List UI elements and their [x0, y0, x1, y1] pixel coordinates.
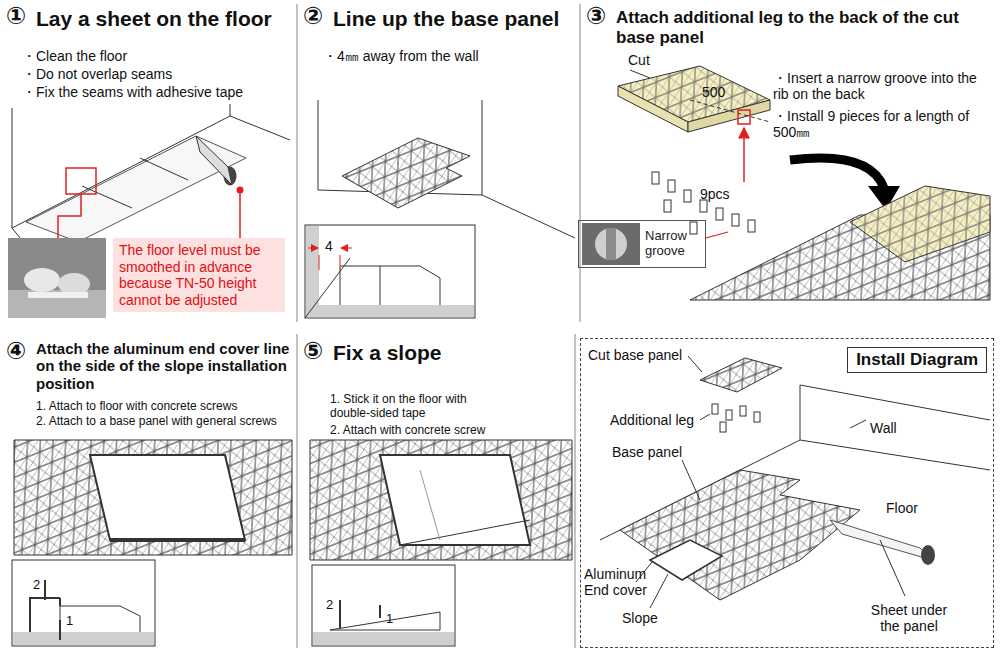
note: 1. Attach to floor with concrete screws	[36, 400, 237, 414]
step-number: ④	[6, 337, 26, 365]
part-label: Additional leg	[610, 412, 694, 428]
part-label: Slope	[622, 610, 658, 626]
note: 2. Attach to a base panel with general s…	[36, 415, 277, 429]
note: ・Install 9 pieces for a length of 500㎜	[773, 108, 988, 140]
callout-number: 2	[33, 578, 40, 593]
detail-photo-box: Narrow groove	[578, 220, 706, 268]
step-title: Attach additional leg to the back of the…	[616, 8, 986, 47]
note: ・Insert a narrow groove into the rib on …	[773, 70, 988, 102]
callout-number: 1	[66, 614, 73, 629]
step-number: ①	[6, 2, 26, 30]
step-number: ③	[586, 2, 606, 30]
warning-box: The floor level must be smoothed in adva…	[113, 238, 285, 312]
install-diagram-panel: Install Diagram	[580, 338, 994, 648]
note: ・4㎜ away from the wall	[323, 48, 479, 64]
note: ・Do not overlap seams	[22, 66, 172, 82]
panel-heading: Install Diagram	[847, 347, 987, 373]
note: ・Fix the seams with adhesive tape	[22, 84, 243, 100]
part-label: Wall	[870, 420, 897, 436]
note: 1. Stick it on the floor with double-sid…	[330, 393, 495, 421]
part-label: Floor	[886, 500, 918, 516]
step-title: Attach the aluminum end cover line on th…	[36, 340, 291, 392]
step-title: Line up the base panel	[333, 7, 559, 31]
step-number: ⑤	[303, 337, 323, 365]
part-label: Sheet under the panel	[864, 602, 954, 634]
dimension: 500	[702, 84, 725, 100]
box-text: The floor level must be smoothed in adva…	[119, 242, 279, 308]
dimension: 4	[325, 238, 333, 254]
step-title: Lay a sheet on the floor	[36, 7, 272, 31]
part-label: Cut base panel	[588, 347, 682, 363]
part-label: Cut	[628, 52, 650, 68]
quantity: 9pcs	[700, 186, 730, 202]
box-text: Narrow groove	[645, 229, 701, 259]
step-number: ②	[303, 2, 323, 30]
callout-number: 1	[386, 612, 393, 627]
part-label: Base panel	[612, 444, 682, 460]
note: 2. Attach with concrete screw	[330, 424, 495, 438]
callout-number: 2	[326, 598, 333, 613]
note: ・Clean the floor	[22, 48, 127, 64]
step-title: Fix a slope	[333, 341, 442, 365]
part-label: Aluminum End cover	[584, 566, 656, 598]
